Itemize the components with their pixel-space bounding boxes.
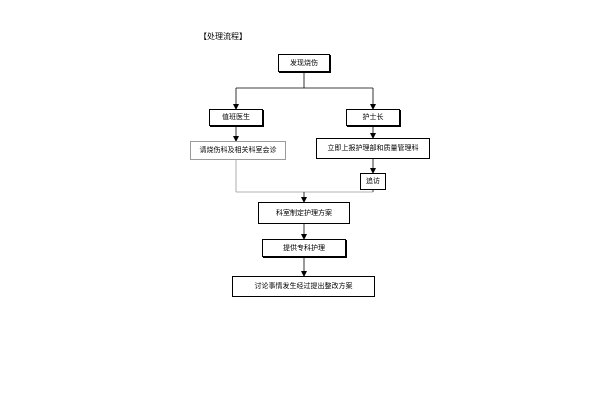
- node-discuss-improvement: 讨论事情发生经过提出整改方案: [232, 276, 375, 297]
- process-title: 【处理流程】: [199, 32, 247, 41]
- node-discover-burn: 发现烧伤: [278, 54, 330, 72]
- node-report-nursing-dept: 立即上报护理部和质量管理科: [316, 138, 430, 159]
- node-duty-doctor: 值班医生: [209, 109, 263, 126]
- node-follow-up: 追访: [360, 173, 386, 190]
- node-head-nurse: 护士长: [346, 109, 400, 126]
- node-department-nursing-plan: 科室制定护理方案: [258, 202, 350, 224]
- node-specialist-care: 提供专科护理: [262, 239, 346, 257]
- node-burn-consultation: 请烧伤科及相关科室会诊: [190, 141, 286, 160]
